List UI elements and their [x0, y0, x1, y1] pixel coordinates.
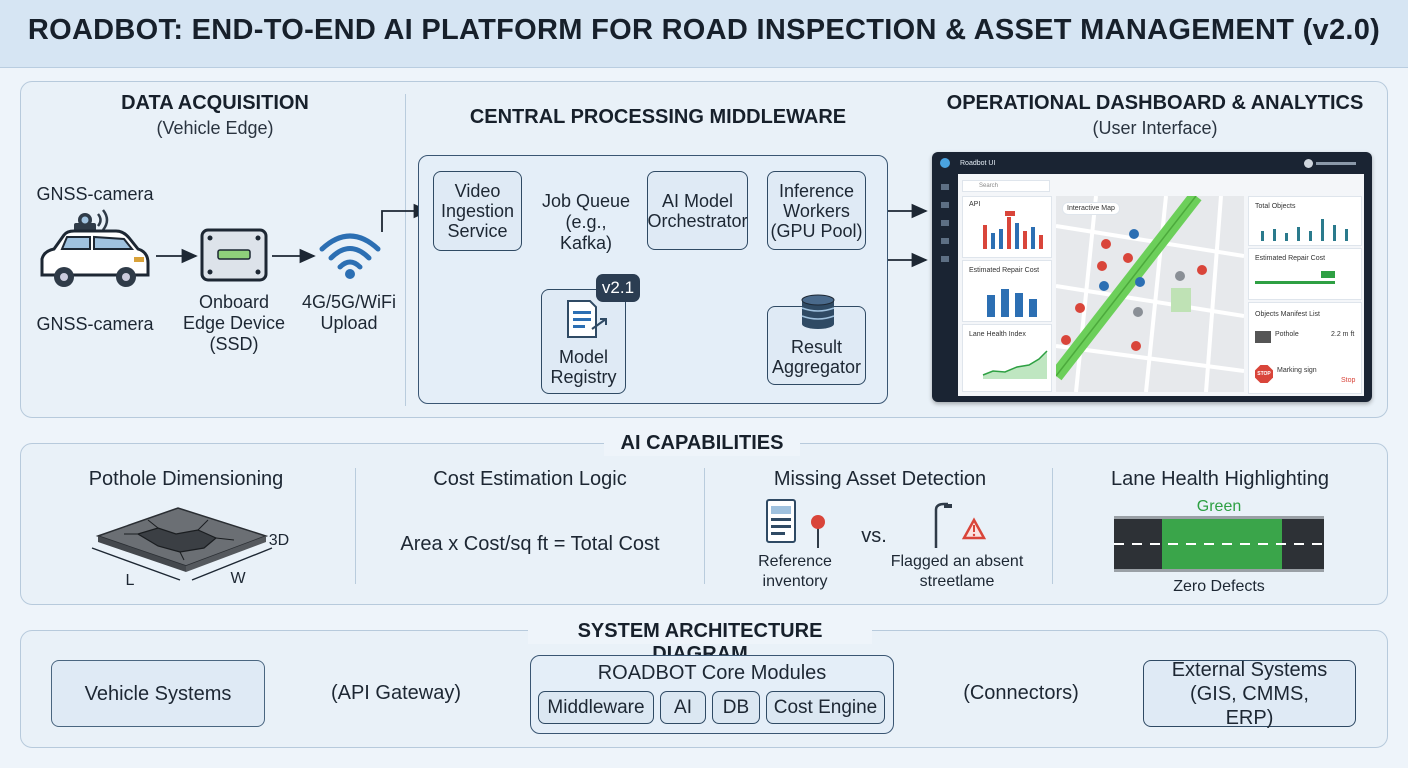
manifest-row-2-name[interactable]: Marking sign — [1277, 367, 1317, 374]
flagged-label: Flagged an absent streetlame — [890, 553, 1024, 590]
sidebar-nav-icons[interactable] — [941, 184, 949, 264]
manifest-row-2-action[interactable]: Stop — [1341, 377, 1356, 384]
manifest-row-1-name[interactable]: Pothole — [1275, 331, 1299, 338]
core-modules-title: ROADBOT Core Modules — [597, 662, 827, 684]
repair-cost-progress — [1255, 281, 1335, 284]
camera-label-top: GNSS-camera — [36, 184, 154, 204]
stop-sign-text: STOP — [1257, 371, 1271, 377]
pothole-w-label: W — [230, 570, 246, 587]
external-systems-box: External Systems (GIS, CMMS, ERP) — [1143, 659, 1356, 729]
edge-device-icon — [200, 228, 268, 282]
api-bar-chart — [983, 211, 1043, 249]
upload-label: 4G/5G/WiFi Upload — [301, 292, 396, 333]
lane-health-title: Lane Health Index — [969, 331, 1026, 338]
dashboard-heading: OPERATIONAL DASHBOARD & ANALYTICS — [946, 92, 1364, 114]
module-middleware: Middleware — [538, 691, 654, 724]
module-db-label: DB — [722, 696, 750, 718]
inference-workers-box: Inference Workers (GPU Pool) — [767, 171, 866, 250]
dashboard-screenshot: Roadbot UI Search API Estimated Repair C… — [932, 152, 1372, 402]
api-chart-title: API — [969, 201, 981, 208]
capabilities-heading-bg — [604, 432, 800, 456]
module-db: DB — [712, 691, 760, 724]
manifest-row-1-meta: 2.2 m ft — [1331, 331, 1355, 338]
car-icon — [34, 205, 152, 297]
pothole-3d-label: 3D — [268, 532, 290, 549]
api-chart-card: API — [962, 196, 1052, 258]
lane-green-label: Green — [1196, 498, 1242, 515]
pothole-title: Pothole Dimensioning — [88, 468, 284, 490]
dashboard-subheading: (User Interface) — [1092, 118, 1218, 138]
module-middleware-label: Middleware — [547, 696, 645, 718]
lane-health-card: Lane Health Index — [962, 324, 1052, 392]
repair-cost-right-card: Estimated Repair Cost — [1248, 248, 1362, 300]
inventory-doc-icon — [766, 499, 796, 543]
registry-version-text: v2.1 — [601, 278, 635, 297]
cap-divider-2 — [704, 468, 705, 584]
pothole-l-label: L — [125, 572, 135, 589]
total-objects-card: Total Objects — [1248, 196, 1362, 246]
registry-version-badge: v2.1 — [596, 274, 640, 302]
total-objects-title: Total Objects — [1255, 203, 1296, 210]
dashboard-search-placeholder: Search — [979, 183, 999, 189]
manifest-title: Objects Manifest List — [1255, 311, 1320, 318]
architecture-heading-bg — [528, 620, 872, 644]
total-objects-chart — [1261, 219, 1348, 241]
repair-cost-chart — [987, 289, 1037, 317]
asset-pin-icon — [810, 514, 826, 548]
module-cost-engine-label: Cost Engine — [773, 696, 878, 718]
orchestrator-box: AI Model Orchestrator — [647, 171, 748, 250]
stop-sign-icon: STOP — [1255, 365, 1273, 383]
repair-cost-card: Estimated Repair Cost — [962, 260, 1052, 322]
edge-device-label: Onboard Edge Device (SSD) — [182, 292, 286, 354]
lane-health-title: Lane Health Highlighting — [1111, 468, 1329, 490]
camera-label-bottom: GNSS-camera — [36, 314, 154, 334]
streetlamp-warning-icon — [926, 500, 987, 548]
title-bar — [0, 0, 1408, 68]
manifest-card: Objects Manifest List Pothole 2.2 m ft S… — [1248, 302, 1362, 394]
module-cost-engine: Cost Engine — [766, 691, 885, 724]
map-filter-chip[interactable]: Interactive Map — [1062, 202, 1120, 215]
dashboard-user-menu[interactable] — [1316, 162, 1356, 165]
vs-label: vs. — [861, 525, 887, 547]
acquisition-subheading: (Vehicle Edge) — [156, 118, 274, 138]
result-aggregator-label: Result Aggregator — [771, 336, 862, 377]
cap-divider-3 — [1052, 468, 1053, 584]
registry-icon — [562, 297, 612, 343]
lane-zero-defects-label: Zero Defects — [1173, 578, 1265, 595]
acquisition-heading: DATA ACQUISITION — [121, 92, 309, 114]
capabilities-heading: AI CAPABILITIES — [620, 432, 784, 454]
dashboard-app-name: Roadbot UI — [960, 160, 996, 167]
pipeline-divider — [405, 94, 406, 406]
cost-formula: Area x Cost/sq ft = Total Cost — [400, 533, 660, 555]
manifest-row-1-thumb — [1255, 331, 1271, 343]
middleware-heading: CENTRAL PROCESSING MIDDLEWARE — [469, 106, 847, 128]
lane-health-chart — [982, 350, 1048, 379]
wifi-icon — [318, 227, 382, 281]
api-gateway-label: (API Gateway) — [330, 682, 462, 704]
map-view[interactable]: Interactive Map — [1056, 196, 1244, 392]
repair-cost-marker — [1321, 271, 1335, 278]
page-title: ROADBOT: END-TO-END AI PLATFORM FOR ROAD… — [27, 14, 1381, 46]
pothole-3d-icon — [88, 500, 288, 584]
vehicle-systems-box: Vehicle Systems — [51, 660, 265, 727]
dashboard-search-input[interactable]: Search — [962, 180, 1050, 192]
database-icon — [800, 294, 836, 330]
missing-asset-title: Missing Asset Detection — [773, 468, 987, 490]
lane-road-icon — [1114, 516, 1324, 572]
model-registry-label: Model Registry — [550, 347, 617, 387]
map-streets — [1056, 196, 1244, 392]
cost-title: Cost Estimation Logic — [433, 468, 627, 490]
dashboard-avatar[interactable] — [1304, 159, 1313, 168]
reference-inventory-label: Reference inventory — [758, 553, 832, 590]
cap-divider-1 — [355, 468, 356, 584]
repair-cost-right-title: Estimated Repair Cost — [1255, 255, 1326, 262]
module-ai-label: AI — [674, 696, 692, 718]
dashboard-logo-icon — [940, 158, 950, 168]
module-ai: AI — [660, 691, 706, 724]
connectors-label: (Connectors) — [963, 682, 1079, 704]
model-registry-box: Model Registry — [541, 289, 626, 394]
job-queue-label: Job Queue (e.g., Kafka) — [541, 191, 631, 253]
video-ingestion-box: Video Ingestion Service — [433, 171, 522, 251]
repair-cost-title: Estimated Repair Cost — [969, 267, 1040, 274]
